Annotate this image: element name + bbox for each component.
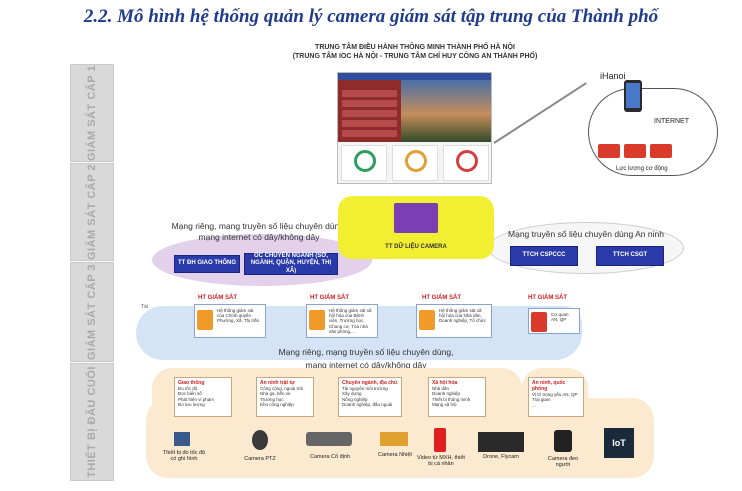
sector-item: Xây dựng [342, 391, 362, 397]
sector-item: Nhà dân [432, 386, 450, 391]
ambulance-icon [624, 144, 646, 158]
device-label: Camera PTZ [244, 456, 276, 462]
sector-item: Doanh nghiệp, đầu ngoài [342, 402, 393, 408]
internet-cloud [588, 88, 718, 176]
ht-box-4: Cơ quan AN, QP [528, 308, 580, 334]
sector-specialized: Chuyên ngành, địa chủ Tài nguyên môi trư… [338, 377, 402, 417]
iot-icon: IoT [604, 428, 634, 458]
ht-desc-4: Cơ quan AN, QP [551, 312, 569, 323]
ht-label-3: HT GIÁM SÁT [422, 295, 461, 301]
double-arrow-connector [493, 82, 587, 144]
server-icon [197, 310, 213, 330]
sector-item: Khu công nghiệp [260, 402, 294, 408]
side-label: Tài [141, 304, 148, 310]
data-center-label: TT DỮ LIỆU CAMERA [385, 244, 447, 250]
mid-network-line-1: Mạng riêng, mạng truyền số liệu chuyên d… [278, 347, 454, 357]
server-cluster-icon [394, 203, 438, 233]
left-network-text: Mạng riêng, mạng truyền số liệu chuyên d… [171, 221, 347, 243]
sector-item: Nông nghiệp [342, 396, 368, 402]
server-icon [419, 310, 435, 330]
csgt-box: TTCH CSGT [596, 246, 664, 266]
ht-label-2: HT GIÁM SÁT [310, 295, 349, 301]
ioc-dashboard-image [337, 72, 492, 184]
sector-item: Vị trí trọng yếu AN, QP [532, 392, 578, 397]
header-line-2: (TRUNG TÂM IOC HÀ NỘI - TRUNG TÂM CHỈ HU… [292, 53, 538, 60]
level-4-label: THIẾT BỊ ĐẦU CUỐI [86, 366, 98, 478]
fixed-camera-icon [306, 432, 352, 446]
sector-security: An ninh trật tự Công cộng, ngoài trời Nh… [256, 377, 314, 417]
sector-item: Nhà ga, bến xe [260, 391, 291, 397]
sector-title: Giao thông [178, 380, 205, 386]
internet-label: INTERNET [654, 118, 689, 125]
ht-desc-2: Hệ thống giám sát xã hội hóa của Bệnh vi… [329, 308, 372, 334]
ht-box-1: Hệ thống giám sát của Chính quyền Phường… [194, 304, 266, 338]
police-car-icon [650, 144, 672, 158]
device-label: Video từ MXH, thiết bị cá nhân [417, 455, 465, 467]
sector-item: ... [532, 402, 536, 408]
device-label: Camera Cố định [309, 454, 351, 460]
sector-item: Đo tốc độ [178, 386, 198, 391]
sector-item: Đọc biển số [178, 391, 202, 397]
fire-truck-icon [598, 144, 620, 158]
traffic-center-box: TT ĐH GIAO THÔNG [174, 255, 240, 273]
sector-defense: An ninh, quốc phòng Vị trí trọng yếu AN,… [528, 377, 584, 417]
mid-network-line-2: mạng internet có dây/không dây [305, 360, 427, 370]
body-camera-icon [554, 430, 572, 452]
sector-item: Doanh nghiệp [432, 391, 461, 397]
ht-label-4: HT GIÁM SÁT [528, 295, 567, 301]
sector-traffic: Giao thông Đo tốc độ Đọc biển số Phát hi… [174, 377, 232, 417]
header-line-1: TRUNG TÂM ĐIỀU HÀNH THÔNG MINH THÀNH PHỐ… [315, 44, 515, 51]
page-title: 2.2. Mô hình hệ thống quản lý camera giá… [83, 6, 659, 27]
ht-box-3: Hệ thống giám sát xã hội hóa của Nhà dân… [416, 304, 492, 338]
sector-item: Đo lưu lượng [178, 402, 205, 408]
sector-title: An ninh, quốc phòng [532, 380, 566, 392]
level-2-label: GIÁM SÁT CẤP 2 [86, 163, 98, 261]
ht-desc-1: Hệ thống giám sát của Chính quyền Phường… [217, 308, 260, 324]
sector-title: Xã hội hóa [432, 380, 458, 386]
mobile-force-label: Lực lượng cơ động [616, 166, 668, 172]
ht-label-1: HT GIÁM SÁT [198, 295, 237, 301]
level-1-label: GIÁM SÁT CẤP 1 [86, 64, 98, 162]
smartphone-icon [624, 80, 642, 112]
ht-desc-3: Hệ thống giám sát xã hội hóa của Nhà dân… [439, 308, 486, 324]
level-3-column: GIÁM SÁT CẤP 3 [70, 262, 114, 362]
speed-sensor-icon [174, 432, 190, 446]
sector-item: Công cộng, ngoài trời [260, 386, 304, 391]
level-1-column: GIÁM SÁT CẤP 1 [70, 64, 114, 162]
level-2-column: GIÁM SÁT CẤP 2 [70, 163, 114, 261]
ht-box-2: Hệ thống giám sát xã hội hóa của Bệnh vi… [306, 304, 378, 338]
specialized-oc-box: OC CHUYÊN NGÀNH (SỞ, NGÀNH, QUẬN, HUYỆN,… [244, 253, 338, 275]
device-label: Camera đeo người [547, 456, 579, 468]
level-3-label: GIÁM SÁT CẤP 3 [86, 263, 98, 361]
video-icon [434, 428, 446, 452]
server-icon [309, 310, 325, 330]
thermal-camera-icon [380, 432, 408, 446]
right-network-text: Mạng truyền số liệu chuyên dùng An ninh [508, 229, 664, 239]
sector-socialized: Xã hội hóa Nhà dân Doanh nghiệp Thiết bị… [428, 377, 486, 417]
sector-item: Mạng xã hội [432, 402, 457, 408]
sector-item: Trại giam [532, 397, 551, 403]
sector-item: Trường học [260, 396, 284, 402]
ptz-camera-icon [252, 430, 268, 450]
ihanoi-label: iHanoi [600, 71, 626, 81]
drone-icon [478, 432, 524, 452]
device-label: Camera Nhiệt [378, 452, 412, 458]
device-label: Drone, Flycam [483, 454, 519, 460]
device-label: Thiết bị đo tốc độ có ghi hình [162, 450, 206, 462]
server-icon [531, 312, 547, 332]
sector-item: Tài nguyên môi trường [342, 386, 388, 391]
sector-item: Phát hiện vi phạm [178, 396, 215, 402]
level-4-column: THIẾT BỊ ĐẦU CUỐI [70, 363, 114, 481]
sector-item: Thiết bị thông minh [432, 396, 471, 402]
sector-title: Chuyên ngành, địa chủ [342, 380, 398, 386]
sector-title: An ninh trật tự [260, 380, 295, 386]
cspccc-box: TTCH CSPCCC [510, 246, 578, 266]
